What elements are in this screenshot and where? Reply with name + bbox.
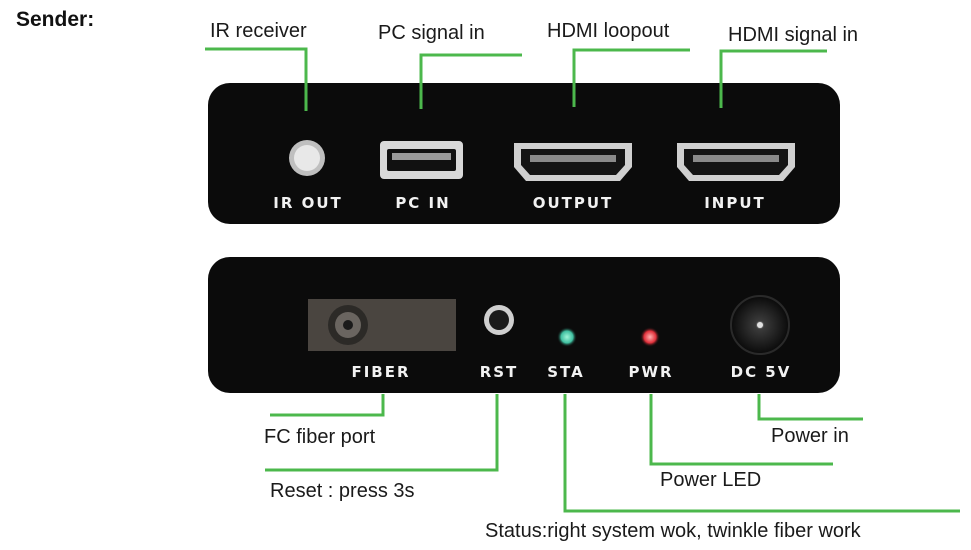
pc-signal-in-leader [419, 53, 522, 109]
power-led-leader [649, 394, 833, 466]
power-in-leader [757, 394, 863, 421]
hdmi-loopout-leader [572, 48, 690, 107]
power-in-callout: Power in [771, 425, 849, 447]
input-label: INPUT [704, 194, 766, 212]
hdmi-signal-in-leader [719, 49, 827, 108]
fiber-label: FIBER [351, 363, 411, 381]
bottom-panel-ports [308, 295, 790, 355]
ir-receiver-leader [205, 47, 308, 111]
top-panel-ports [289, 140, 795, 181]
sta-label: STA [547, 363, 585, 381]
status-leader [563, 394, 960, 513]
hdmi-signal-in-callout: HDMI signal in [728, 24, 859, 46]
pc-signal-in-callout: PC signal in [378, 22, 485, 44]
ir-receiver-callout: IR receiver [210, 20, 307, 42]
hdmi-loopout-callout: HDMI loopout [547, 20, 670, 42]
rst-label: RST [479, 363, 519, 381]
sender-heading: Sender: [16, 8, 95, 31]
output-label: OUTPUT [532, 194, 614, 212]
sender-top-panel: IR OUT PC IN OUTPUT INPUT [208, 83, 840, 224]
reset-leader [265, 394, 499, 472]
pc-in-label: PC IN [395, 194, 451, 212]
sender-bottom-panel: FIBER RST STA PWR DC 5V [208, 257, 840, 393]
status-callout: Status:right system wok, twinkle fiber w… [485, 520, 861, 542]
pwr-led [640, 327, 660, 347]
ir-out-label: IR OUT [273, 194, 343, 212]
fc-fiber-port-callout: FC fiber port [264, 426, 376, 448]
sta-led [557, 327, 577, 347]
fc-fiber-port-leader [270, 394, 385, 417]
pwr-label: PWR [628, 363, 674, 381]
power-led-callout: Power LED [660, 469, 762, 491]
reset-callout: Reset : press 3s [270, 480, 415, 502]
dc-5v-label: DC 5V [730, 363, 792, 381]
